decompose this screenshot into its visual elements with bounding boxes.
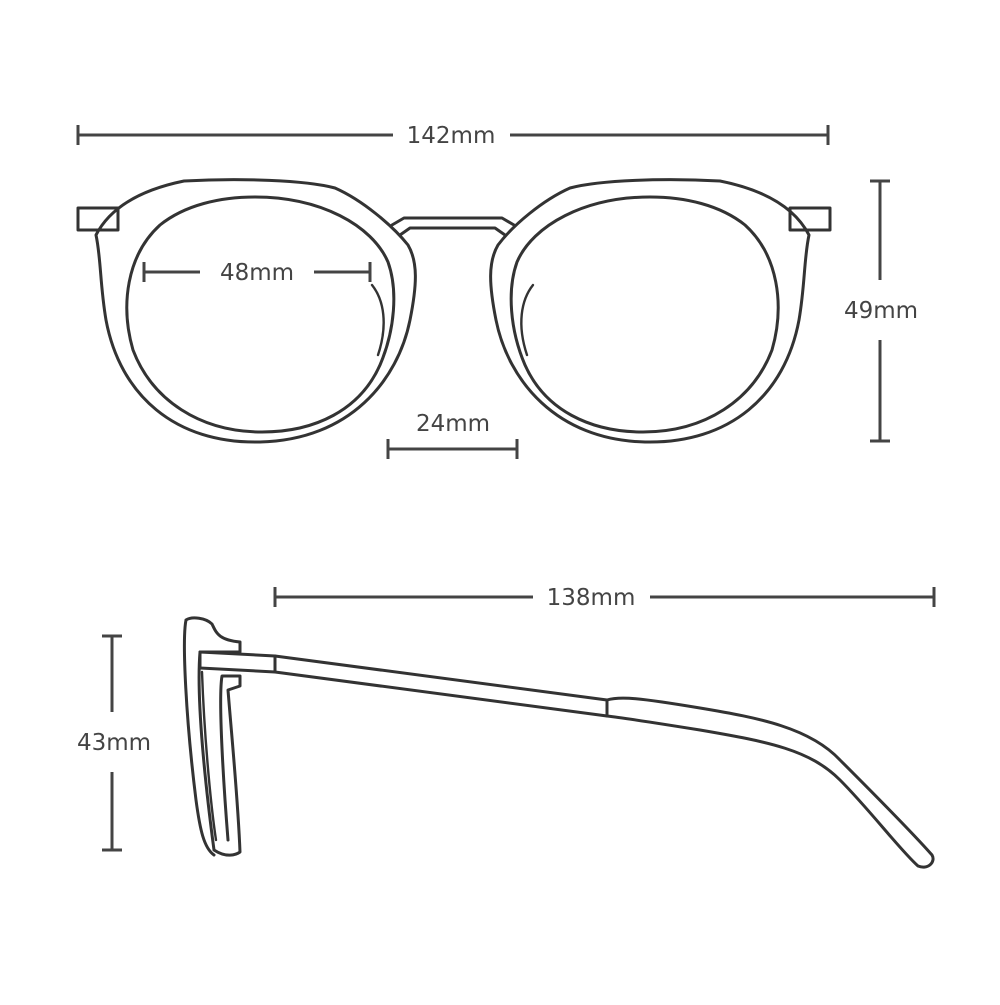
left-lens-edge <box>370 283 385 357</box>
right-lens-edge <box>520 283 535 357</box>
bridge <box>390 216 516 227</box>
bridge-lower <box>398 226 507 237</box>
dim-lens-height-label: 49mm <box>844 298 918 324</box>
dim-side-height: 43mm <box>77 634 151 852</box>
dim-total-width-label: 142mm <box>407 123 496 149</box>
temple-tip <box>605 696 935 869</box>
right-lens <box>509 195 780 434</box>
left-hinge <box>76 206 120 232</box>
front-view <box>76 178 832 444</box>
dim-temple-length-label: 138mm <box>547 585 636 611</box>
dim-side-height-label: 43mm <box>77 730 151 756</box>
left-frame-outer <box>94 178 417 444</box>
right-frame-outer <box>489 178 811 444</box>
dim-lens-height: 49mm <box>844 179 918 443</box>
side-front-rim <box>182 616 242 857</box>
dim-bridge-width-label: 24mm <box>416 411 490 437</box>
side-view <box>182 616 935 869</box>
dim-temple-length: 138mm <box>273 585 936 611</box>
side-front-inner <box>200 670 218 842</box>
left-lens <box>125 195 396 434</box>
dim-total-width: 142mm <box>76 123 830 149</box>
temple-arm <box>198 650 609 718</box>
dim-lens-width: 48mm <box>142 260 372 286</box>
right-hinge <box>788 206 832 232</box>
dim-bridge-width: 24mm <box>386 411 519 459</box>
dim-lens-width-label: 48mm <box>220 260 294 286</box>
